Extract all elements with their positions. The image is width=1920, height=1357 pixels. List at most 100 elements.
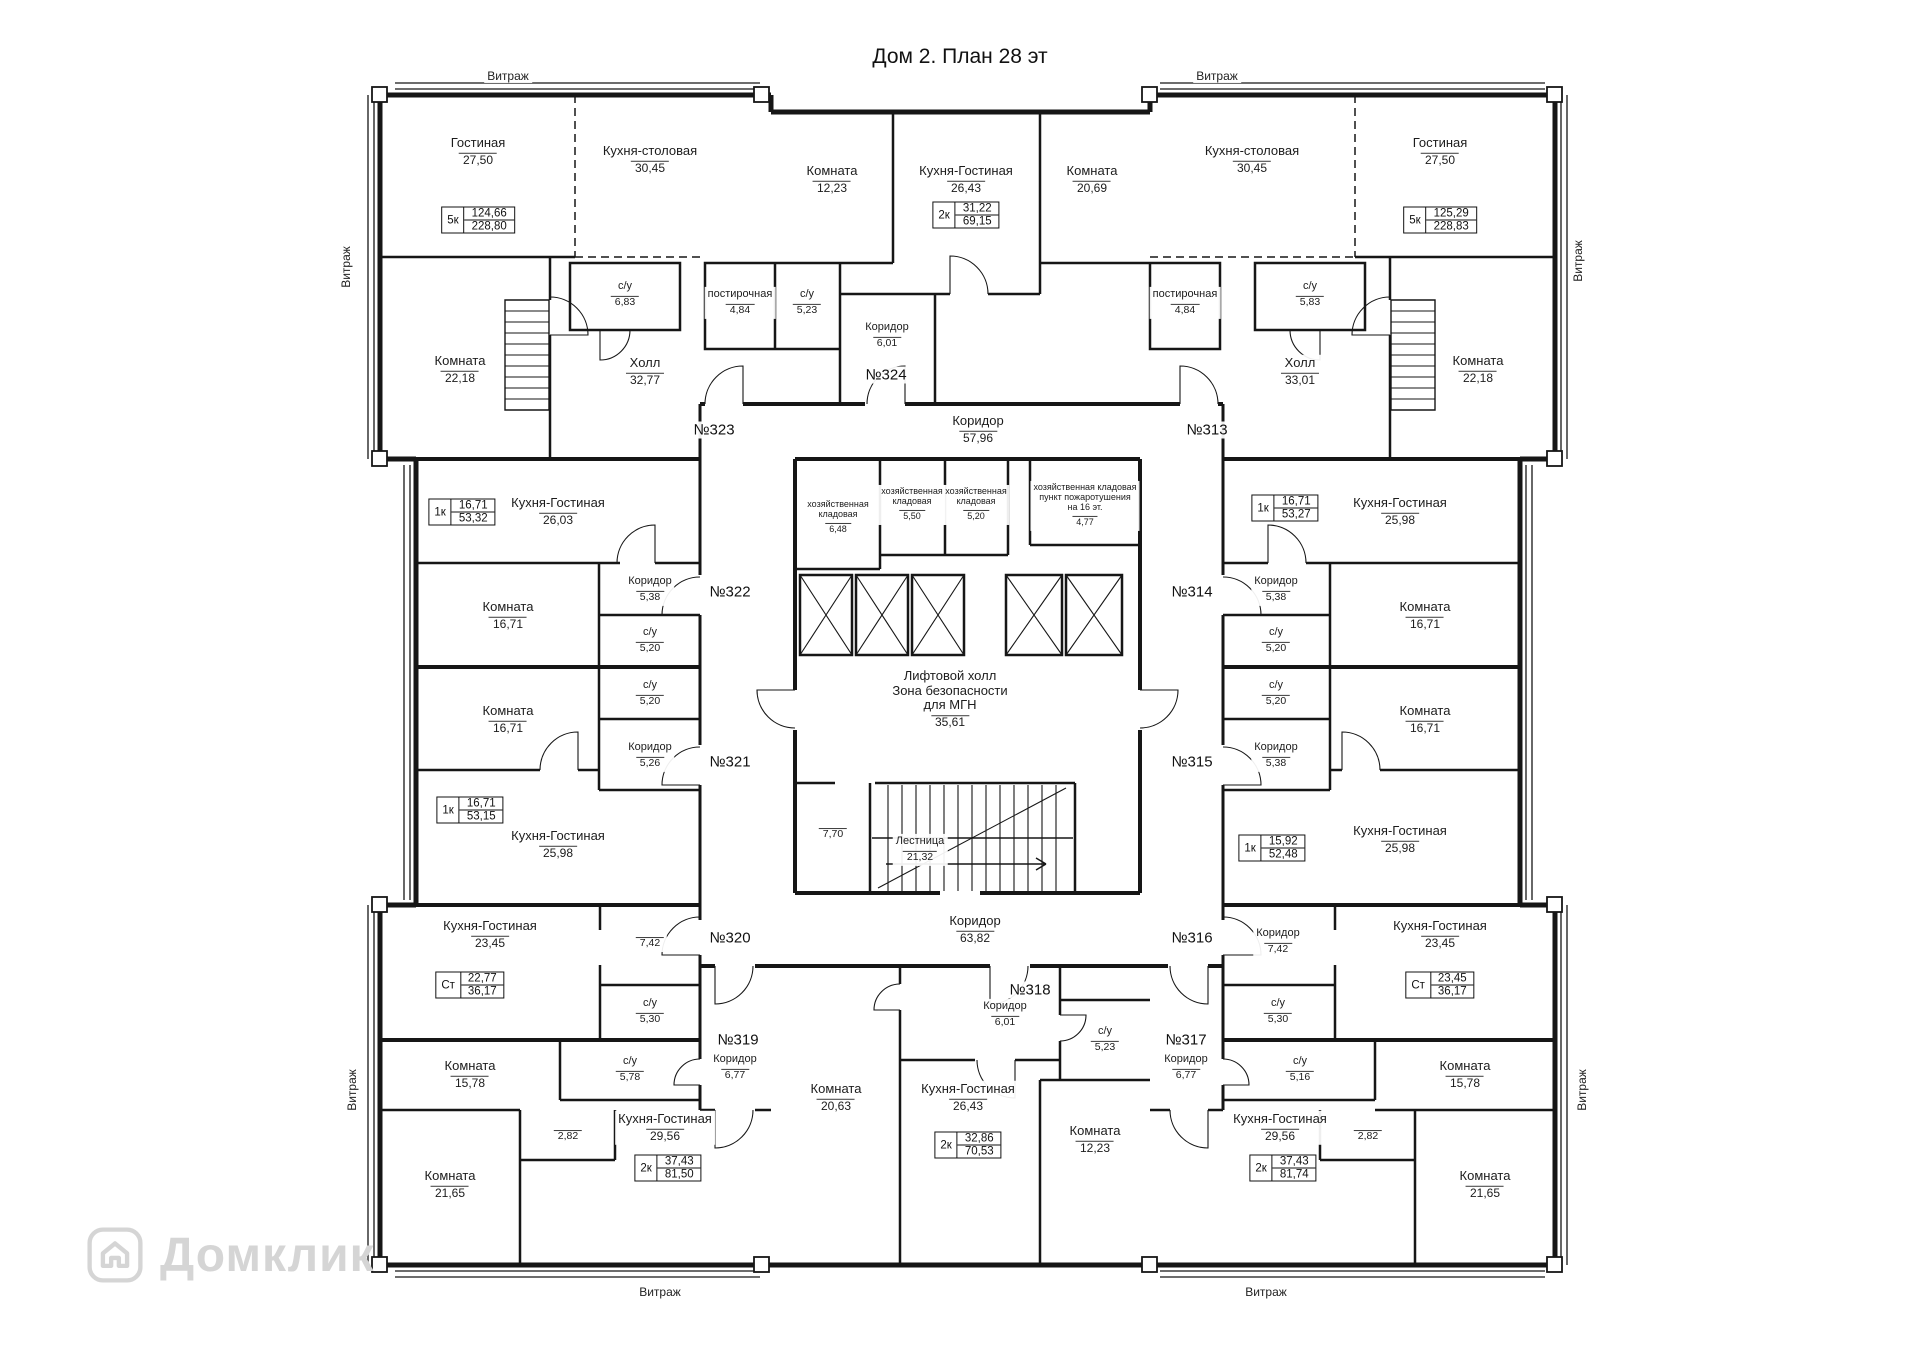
room-name: с/у [1270, 996, 1286, 1009]
room-label: с/у 5,20 [632, 624, 668, 658]
unit-area-living: 22,77 [460, 973, 504, 986]
room-name: Комната [1066, 162, 1118, 178]
unit-type: 1к [429, 499, 452, 525]
room-area: 5,20 [635, 642, 665, 655]
outer-walls [377, 92, 1558, 1268]
room-area: 29,56 [645, 1128, 685, 1142]
unit-area-total: 36,17 [467, 985, 497, 998]
room-name: Коридор [628, 740, 672, 753]
room-name: Холл [629, 354, 661, 370]
room-name: Кухня-Гостиная [1353, 494, 1447, 510]
room-name: Кухня-Гостиная [443, 917, 537, 933]
room-area: 7,70 [818, 828, 848, 841]
domclick-logo-icon [87, 1227, 143, 1283]
room-name: Лестница [895, 834, 945, 847]
unit-type: Ст [436, 972, 461, 998]
room-area: 32,77 [625, 372, 665, 386]
room-name: с/у [1268, 678, 1284, 691]
room-area: 30,45 [630, 160, 670, 174]
room-area: 27,50 [1420, 152, 1460, 166]
elevator-shaft-cross-marks [799, 574, 1123, 656]
room-name: Коридор [865, 320, 909, 333]
room-area: 5,16 [1285, 1071, 1315, 1084]
room-name: Комната [1399, 702, 1451, 718]
room-name: Коридор [1164, 1052, 1208, 1065]
unit-area-living: 37,43 [1272, 1156, 1316, 1169]
unit-area-total: 81,50 [664, 1168, 694, 1181]
room-area: 22,18 [1458, 370, 1498, 384]
unit-area-total: 228,80 [471, 220, 507, 233]
apartment-number: №318 [1007, 981, 1053, 999]
unit-type: 2к [1250, 1155, 1273, 1181]
room-name: Гостиная [450, 134, 506, 150]
room-area: 15,78 [450, 1075, 490, 1089]
unit-type: 1к [437, 797, 460, 823]
room-area: 5,30 [635, 1013, 665, 1026]
room-area: 23,45 [1420, 935, 1460, 949]
room-label: 7,70 [815, 823, 851, 843]
room-name: Коридор [628, 574, 672, 587]
room-name: с/у [642, 625, 658, 638]
room-area: 5,20 [963, 510, 989, 521]
room-name: Комната [1399, 598, 1451, 614]
vitrage-label: Витраж [1193, 69, 1241, 83]
vitrage-label: Витраж [1571, 237, 1585, 285]
room-name: Комната [806, 162, 858, 178]
room-name: Коридор [952, 412, 1004, 428]
room-area: 25,98 [538, 845, 578, 859]
room-area: 26,03 [538, 512, 578, 526]
plan-title: Дом 2. План 28 эт [872, 45, 1048, 68]
room-area: 20,69 [1072, 180, 1112, 194]
vitrage-label: Витраж [1575, 1066, 1589, 1114]
apartment-number: №319 [715, 1031, 761, 1049]
room-area: 12,23 [812, 180, 852, 194]
unit-type: 5к [442, 207, 465, 233]
vitrage-label: Витраж [345, 1066, 359, 1114]
room-name: Коридор [983, 999, 1027, 1012]
room-name: хозяйственная кладовая [881, 485, 943, 507]
room-area: 2,82 [553, 1130, 583, 1143]
room-name: Коридор [1256, 926, 1300, 939]
room-area: 2,82 [1353, 1130, 1383, 1143]
room-name: Комната [434, 352, 486, 368]
room-area: 12,23 [1075, 1140, 1115, 1154]
room-name: с/у [617, 279, 633, 292]
room-area: 4,77 [1072, 516, 1098, 527]
room-name: с/у [1292, 1054, 1308, 1067]
room-label: 7,42 [632, 932, 668, 952]
room-name: Кухня-Гостиная [511, 827, 605, 843]
room-name: Кухня-Гостиная [1393, 917, 1487, 933]
